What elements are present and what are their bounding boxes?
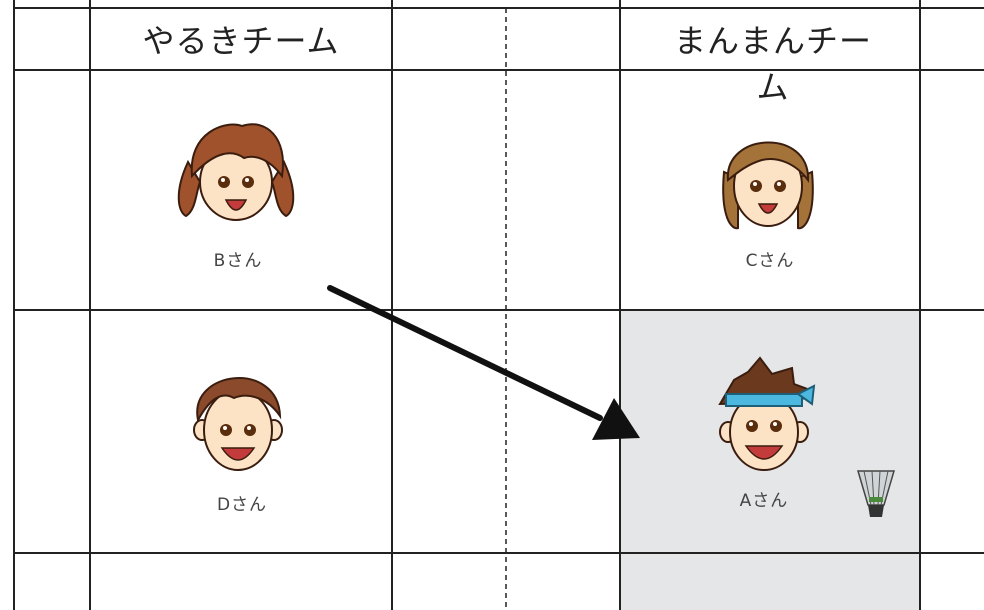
arrow-icon [327, 285, 640, 440]
avatar-c [722, 141, 814, 230]
avatar-d [193, 377, 283, 471]
team-left-title: やるきチーム [142, 22, 340, 60]
team-right-title: まんまんチーム [673, 22, 872, 106]
player-label-c: Cさん [745, 251, 795, 271]
player-label-b: Bさん [213, 251, 263, 271]
player-label-d: Dさん [216, 495, 268, 515]
avatar-a [718, 356, 816, 471]
court-grid [13, 0, 984, 610]
player-label-a: Aさん [739, 491, 789, 511]
shuttlecock-icon [856, 470, 896, 517]
avatar-b [177, 123, 295, 221]
